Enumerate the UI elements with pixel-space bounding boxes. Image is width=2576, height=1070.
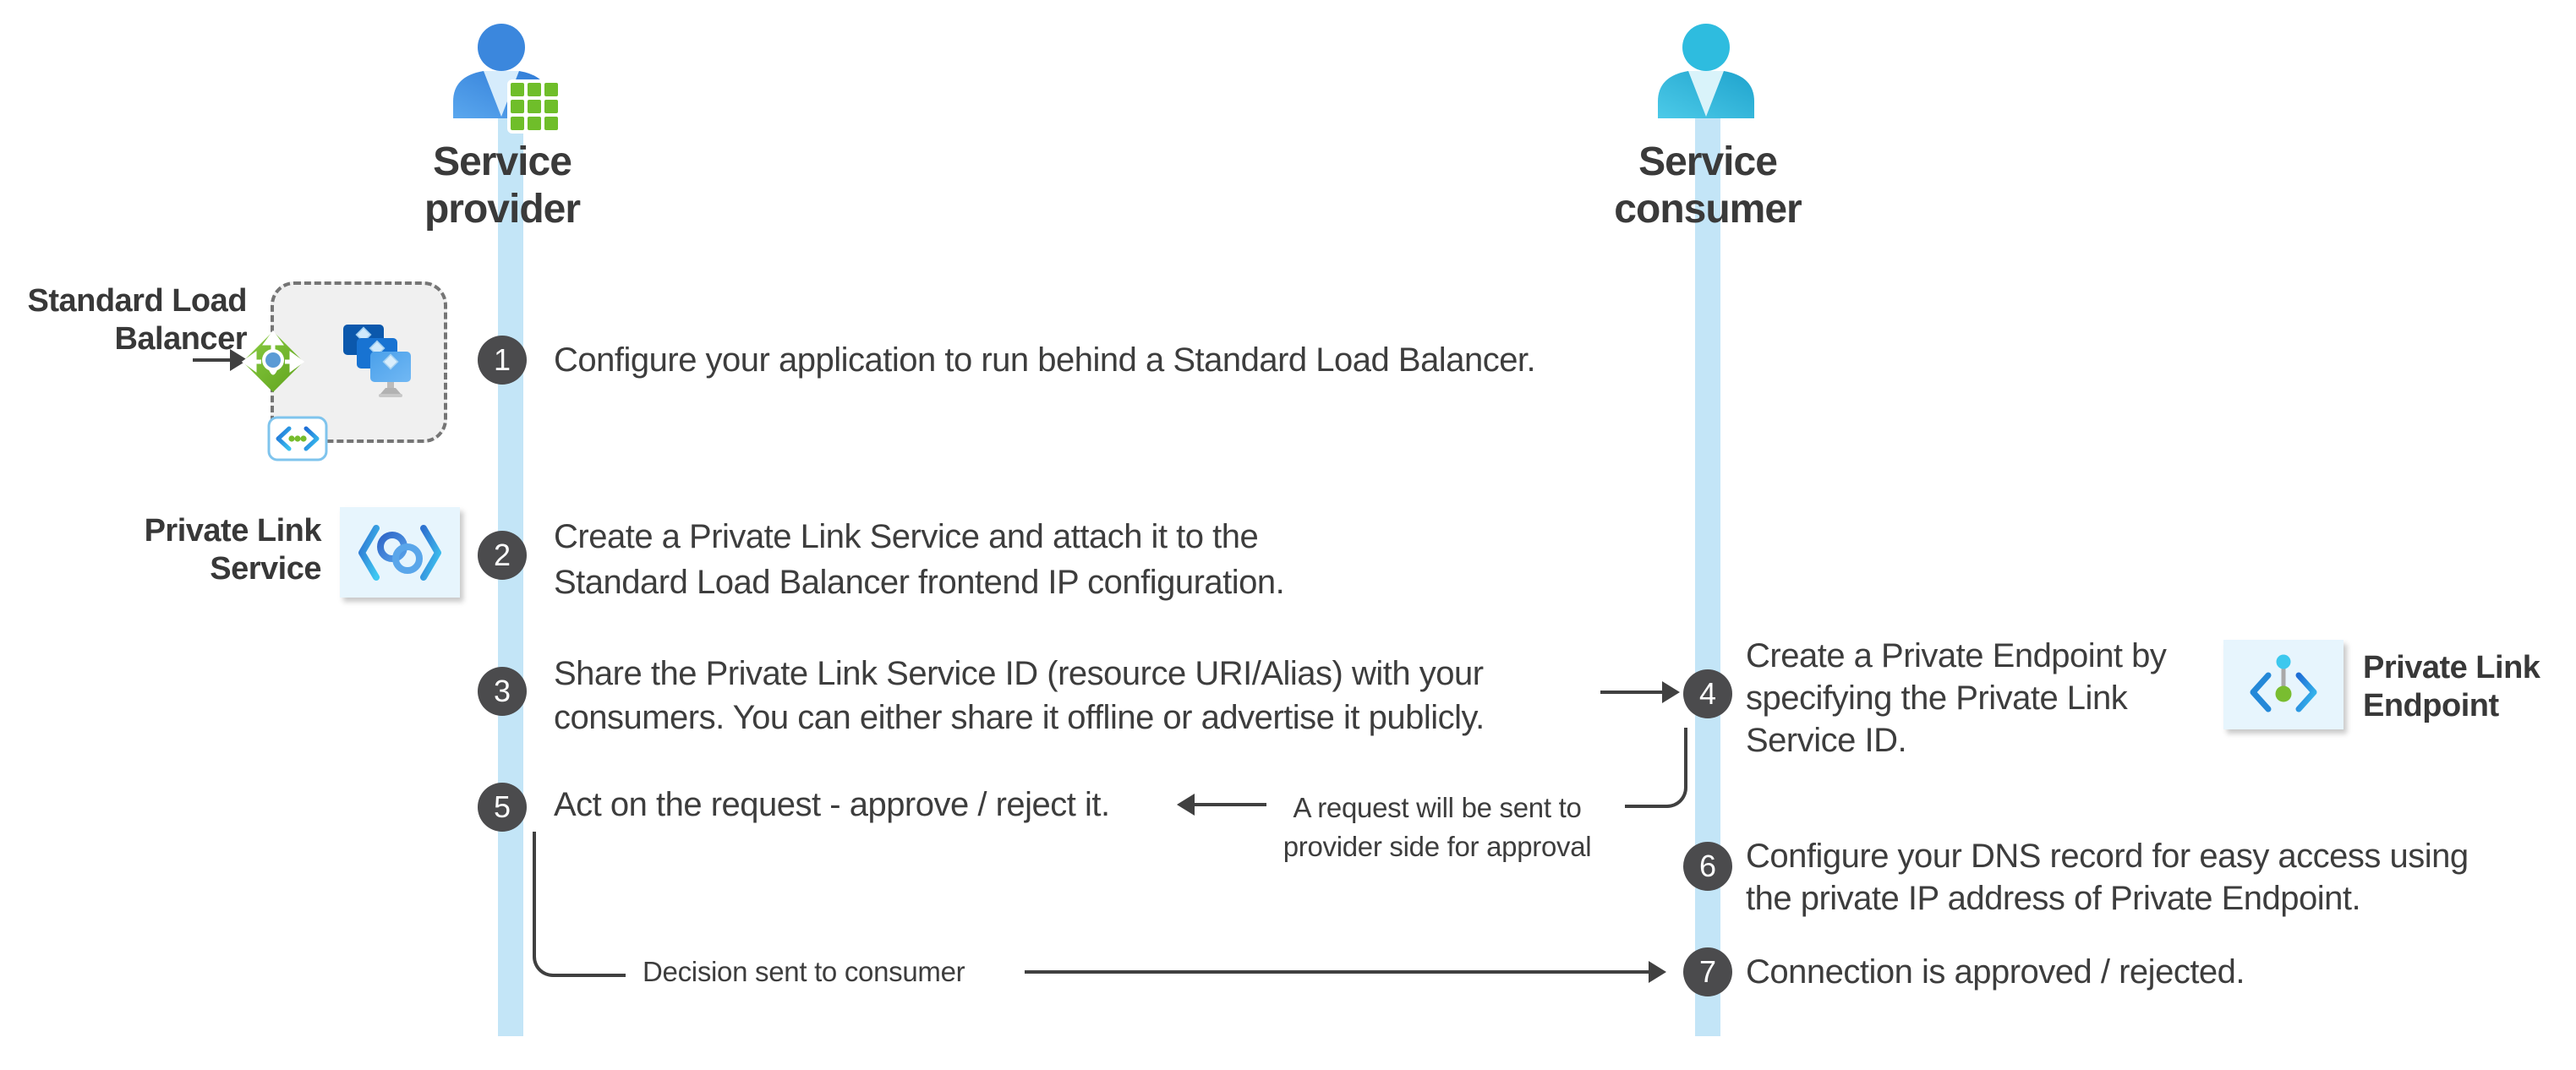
private-link-service-icon — [358, 524, 441, 581]
consumer-lifeline — [1695, 93, 1720, 1036]
share-id-arrowhead — [1662, 681, 1680, 703]
private-link-endpoint-icon — [2250, 654, 2317, 712]
step-number-7: 7 — [1698, 954, 1717, 989]
vm-stack-icon — [343, 325, 411, 397]
step-text-6: Configure your DNS record for easy acces… — [1746, 835, 2469, 920]
slb-label-line1: Standard Load — [27, 283, 247, 319]
label-to-lb-arrow-line — [193, 358, 232, 362]
step5-line1: Act on the request - approve / reject it… — [554, 786, 1110, 823]
pls-label-line1: Private Link — [144, 513, 322, 549]
request-annotation-line2: provider side for approval — [1283, 831, 1592, 862]
step4-line1: Create a Private Endpoint by — [1746, 637, 2167, 674]
slb-label-line2: Balancer — [114, 320, 247, 357]
consumer-actor-label: Service consumer — [1547, 139, 1868, 233]
step-text-2: Create a Private Link Service and attach… — [554, 514, 1285, 605]
consumer-label-line1: Service — [1638, 139, 1778, 184]
provider-actor-label: Service provider — [342, 139, 663, 233]
request-annotation-line1: A request will be sent to — [1293, 792, 1582, 823]
decision-elbow — [533, 832, 626, 977]
ple-label-line2: Endpoint — [2363, 687, 2499, 723]
request-arrow-line — [1192, 803, 1266, 806]
resource-grid-icon — [507, 79, 561, 134]
step3-line2: consumers. You can either share it offli… — [554, 699, 1485, 736]
step-text-5: Act on the request - approve / reject it… — [554, 784, 1110, 825]
step-text-3: Share the Private Link Service ID (resou… — [554, 652, 1485, 740]
load-balancer-icon — [241, 330, 305, 392]
step3-line1: Share the Private Link Service ID (resou… — [554, 655, 1484, 692]
step-number-2: 2 — [493, 538, 511, 572]
step-number-1: 1 — [493, 342, 511, 377]
decision-annotation: Decision sent to consumer — [643, 956, 965, 987]
step-circle-4: 4 — [1683, 669, 1732, 718]
private-link-endpoint-label: Private Link Endpoint — [2363, 649, 2574, 725]
ple-label-line1: Private Link — [2363, 650, 2540, 685]
private-link-service-card — [340, 507, 460, 598]
step-number-5: 5 — [493, 789, 511, 824]
step7-line1: Connection is approved / rejected. — [1746, 953, 2245, 991]
service-consumer-person-icon — [1658, 24, 1754, 118]
provider-label-line2: provider — [424, 187, 581, 232]
step6-line1: Configure your DNS record for easy acces… — [1746, 838, 2469, 875]
private-link-service-label: Private Link Service — [100, 512, 322, 588]
share-id-arrow-line — [1600, 691, 1666, 694]
step4-line3: Service ID. — [1746, 722, 1907, 759]
load-balancer-boundary-box — [271, 281, 447, 443]
decision-arrow-line — [1025, 970, 1650, 974]
standard-load-balancer-label: Standard Load Balancer — [25, 282, 247, 358]
request-annotation: A request will be sent to provider side … — [1251, 789, 1623, 866]
virtual-network-icon — [267, 416, 328, 461]
step-number-4: 4 — [1698, 676, 1717, 711]
step2-line2: Standard Load Balancer frontend IP confi… — [554, 564, 1285, 601]
provider-label-line1: Service — [433, 139, 572, 184]
pls-label-line2: Service — [210, 550, 321, 587]
step-circle-7: 7 — [1683, 947, 1732, 996]
step-circle-2: 2 — [478, 531, 527, 580]
consumer-label-line2: consumer — [1614, 187, 1802, 232]
step-circle-3: 3 — [478, 667, 527, 716]
step-circle-6: 6 — [1683, 842, 1732, 891]
label-to-lb-arrowhead — [230, 349, 248, 371]
step-text-4: Create a Private Endpoint by specifying … — [1746, 635, 2167, 762]
step-circle-5: 5 — [478, 783, 527, 832]
decision-arrowhead — [1649, 961, 1666, 983]
private-link-endpoint-card — [2223, 640, 2344, 729]
request-arrowhead — [1177, 794, 1195, 816]
step-number-6: 6 — [1698, 849, 1717, 883]
step1-line1: Configure your application to run behind… — [554, 341, 1536, 379]
step-text-1: Configure your application to run behind… — [554, 340, 1536, 380]
step6-line2: the private IP address of Private Endpoi… — [1746, 880, 2361, 917]
step-number-3: 3 — [493, 674, 511, 708]
step-circle-1: 1 — [478, 336, 527, 385]
step2-line1: Create a Private Link Service and attach… — [554, 518, 1259, 555]
step4-line2: specifying the Private Link — [1746, 680, 2128, 717]
request-hook-elbow — [1625, 728, 1687, 808]
step-text-7: Connection is approved / rejected. — [1746, 952, 2245, 992]
